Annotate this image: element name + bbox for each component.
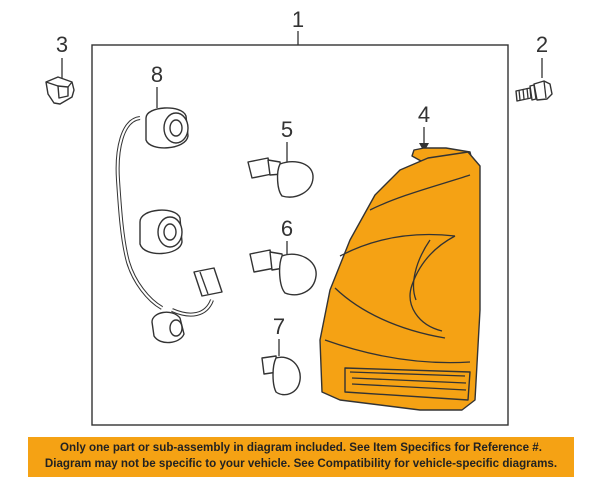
bulb-part-6 [249,249,317,296]
callout-2: 2 [536,32,548,57]
callout-8: 8 [151,62,163,87]
socket-wire-harness [115,107,223,344]
callout-1: 1 [292,7,304,32]
bolt-part [515,80,553,102]
assembly-frame [91,44,509,426]
tail-lamp-assembly [319,147,481,411]
callout-3: 3 [56,32,68,57]
disclaimer-line-2: Diagram may not be specific to your vehi… [44,457,558,470]
callout-4: 4 [418,102,430,127]
tail-lamp-lens [319,151,481,411]
disclaimer-line-1: Only one part or sub-assembly in diagram… [60,441,542,454]
callout-5: 5 [281,117,293,142]
callout-7: 7 [273,314,285,339]
disclaimer-banner: Only one part or sub-assembly in diagram… [28,437,574,477]
callout-6: 6 [281,216,293,241]
bulb-part-5 [247,157,314,198]
bulb-part-7 [261,355,301,396]
clip-part [45,76,75,105]
